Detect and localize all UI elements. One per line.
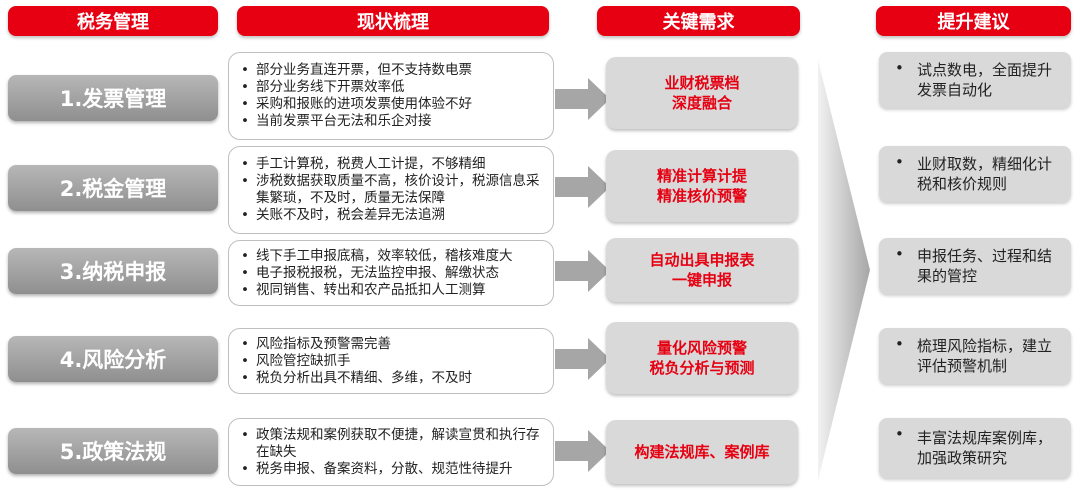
requirement-line: 构建法规库、案例库: [634, 443, 770, 461]
right-arrow-icon: [555, 166, 610, 208]
list-item: 税负分析出具不精细、多维，不及时: [241, 370, 543, 387]
list-item: 部分业务线下开票效率低: [241, 79, 543, 96]
suggestion-text: 业财取数，精细化计税和核价规则: [917, 155, 1053, 193]
requirement-line: 精准计算计提: [656, 167, 747, 185]
bullet-icon: •: [895, 59, 904, 77]
list-item: 政策法规和案例获取不便捷，解读宣贯和执行存在缺失: [241, 427, 543, 461]
progress-arrow-icon: [818, 60, 870, 480]
current-status-list: 手工计算税，税费人工计提，不够精细 涉税数据获取质量不高，核价设计，税源信息采集…: [241, 156, 543, 224]
requirement-line: 税负分析与预测: [649, 359, 755, 377]
right-arrow-icon: [555, 430, 610, 472]
suggestion-text: 试点数电，全面提升发票自动化: [917, 61, 1053, 99]
list-item: 线下手工申报底稿，效率较低，稽核难度大: [241, 248, 543, 265]
requirement-policy: 构建法规库、案例库: [606, 420, 798, 484]
header-tax-management: 税务管理: [8, 6, 218, 36]
right-arrow-icon: [555, 78, 610, 120]
current-status-tax-amount: 手工计算税，税费人工计提，不够精细 涉税数据获取质量不高，核价设计，税源信息采集…: [228, 146, 554, 234]
list-item: 部分业务直连开票，但不支持数电票: [241, 62, 543, 79]
category-invoice-management: 1.发票管理: [8, 75, 218, 121]
current-status-policy: 政策法规和案例获取不便捷，解读宣贯和执行存在缺失 税务申报、备案资料，分散、规范…: [228, 418, 554, 486]
requirement-risk: 量化风险预警 税负分析与预测: [606, 322, 798, 394]
list-item: 关账不及时，税会差异无法追溯: [241, 207, 543, 224]
suggestion-invoice: • 试点数电，全面提升发票自动化: [879, 52, 1071, 108]
suggestion-policy: • 丰富法规库案例库，加强政策研究: [879, 418, 1071, 478]
suggestion-text: 申报任务、过程和结果的管控: [917, 247, 1053, 285]
requirement-invoice: 业财税票档 深度融合: [606, 57, 798, 129]
requirement-line: 深度融合: [671, 94, 732, 112]
header-improvement-suggestions: 提升建议: [876, 6, 1071, 36]
bullet-icon: •: [895, 335, 904, 353]
list-item: 采购和报账的进项发票使用体验不好: [241, 96, 543, 113]
list-item: 风险指标及预警需完善: [241, 336, 543, 353]
list-item: 电子报税报税，无法监控申报、解缴状态: [241, 265, 543, 282]
suggestion-text: 丰富法规库案例库，加强政策研究: [917, 429, 1053, 467]
suggestion-risk: • 梳理风险指标，建立评估预警机制: [879, 328, 1071, 384]
suggestion-text: 梳理风险指标，建立评估预警机制: [917, 337, 1053, 375]
list-item: 当前发票平台无法和乐企对接: [241, 113, 543, 130]
requirement-tax-amount: 精准计算计提 精准核价预警: [606, 150, 798, 222]
category-risk-analysis: 4.风险分析: [8, 336, 218, 382]
list-item: 税务申报、备案资料，分散、规范性待提升: [241, 461, 543, 478]
list-item: 风险管控缺抓手: [241, 353, 543, 370]
current-status-list: 政策法规和案例获取不便捷，解读宣贯和执行存在缺失 税务申报、备案资料，分散、规范…: [241, 427, 543, 478]
bullet-icon: •: [895, 245, 904, 263]
requirement-line: 自动出具申报表: [649, 251, 755, 269]
header-key-requirements: 关键需求: [597, 6, 800, 36]
list-item: 视同销售、转出和农产品抵扣人工测算: [241, 282, 543, 299]
requirement-line: 一键申报: [671, 271, 732, 289]
header-current-status: 现状梳理: [237, 6, 549, 36]
requirement-line: 业财税票档: [664, 74, 740, 92]
current-status-tax-filing: 线下手工申报底稿，效率较低，稽核难度大 电子报税报税，无法监控申报、解缴状态 视…: [228, 240, 554, 306]
category-tax-amount-management: 2.税金管理: [8, 165, 218, 211]
current-status-invoice: 部分业务直连开票，但不支持数电票 部分业务线下开票效率低 采购和报账的进项发票使…: [228, 52, 554, 140]
category-tax-filing: 3.纳税申报: [8, 248, 218, 294]
requirement-line: 精准核价预警: [656, 187, 747, 205]
category-policy-regulations: 5.政策法规: [8, 428, 218, 474]
right-arrow-icon: [555, 338, 610, 380]
suggestion-tax-filing: • 申报任务、过程和结果的管控: [879, 238, 1071, 294]
bullet-icon: •: [895, 153, 904, 171]
requirement-line: 量化风险预警: [656, 339, 747, 357]
right-arrow-icon: [555, 250, 610, 292]
current-status-list: 风险指标及预警需完善 风险管控缺抓手 税负分析出具不精细、多维，不及时: [241, 336, 543, 387]
bullet-icon: •: [895, 425, 904, 443]
list-item: 涉税数据获取质量不高，核价设计，税源信息采集繁琐，不及时，质量无法保障: [241, 173, 543, 207]
current-status-list: 部分业务直连开票，但不支持数电票 部分业务线下开票效率低 采购和报账的进项发票使…: [241, 62, 543, 130]
list-item: 手工计算税，税费人工计提，不够精细: [241, 156, 543, 173]
requirement-tax-filing: 自动出具申报表 一键申报: [606, 238, 798, 302]
current-status-risk: 风险指标及预警需完善 风险管控缺抓手 税负分析出具不精细、多维，不及时: [228, 328, 554, 394]
current-status-list: 线下手工申报底稿，效率较低，稽核难度大 电子报税报税，无法监控申报、解缴状态 视…: [241, 248, 543, 299]
suggestion-tax-amount: • 业财取数，精细化计税和核价规则: [879, 146, 1071, 202]
